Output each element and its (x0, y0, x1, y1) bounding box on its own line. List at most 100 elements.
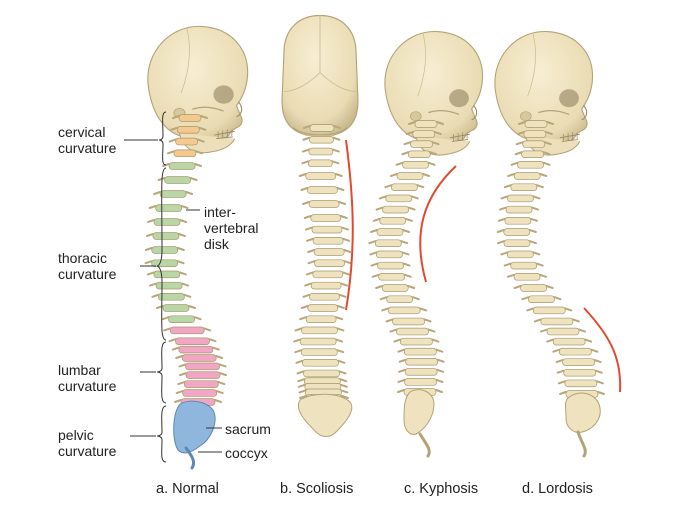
vertebra-process (163, 327, 212, 332)
vertebra-process (515, 141, 552, 146)
kyphosis-spine-illustration (368, 30, 484, 458)
vertebra-process (497, 217, 538, 222)
vertebra (385, 194, 413, 203)
vertebra-process (559, 390, 605, 395)
vertebra (175, 337, 210, 345)
vertebra (313, 248, 345, 256)
vertebra-process (378, 195, 419, 200)
vertebra (522, 140, 546, 148)
vertebra-process (514, 151, 551, 156)
vertebra (376, 250, 403, 259)
vertebra-process (304, 282, 349, 287)
vertebra (510, 261, 538, 270)
vertebra (158, 293, 185, 301)
caption-kyphosis: c. Kyphosis (404, 481, 479, 497)
vertebra-process (153, 191, 194, 195)
kyphosis-sacrum (403, 389, 435, 435)
vertebra (412, 130, 436, 138)
vertebra-process (372, 217, 413, 222)
vertebra (299, 337, 337, 346)
vertebra (310, 281, 342, 290)
cervical-curvature-label: cervical curvature (58, 124, 116, 156)
intervertebral-disk-label: inter- vertebral disk (204, 204, 258, 252)
vertebra (308, 147, 334, 156)
vertebra-process (170, 126, 207, 131)
vertebra (178, 345, 214, 354)
vertebra-process (398, 358, 445, 363)
vertebra-process (151, 293, 192, 298)
vertebra-process (297, 383, 348, 388)
vertebra (151, 259, 178, 267)
vertebra-process (301, 148, 340, 153)
vertebra-process (147, 219, 188, 223)
vertebra-process (304, 226, 349, 231)
label-leader-lines (124, 139, 222, 453)
vertebra (178, 114, 202, 122)
vertebra (513, 172, 541, 180)
vertebra-process (172, 115, 208, 119)
vertebra (407, 150, 431, 158)
vertebra (404, 368, 438, 376)
vertebra (151, 246, 179, 254)
vertebra (307, 186, 338, 194)
vertebra (309, 124, 335, 132)
vertebra-process (397, 348, 444, 353)
vertebra (314, 259, 345, 267)
vertebra-process (296, 370, 347, 375)
vertebra (404, 378, 437, 386)
vertebra-process (555, 359, 602, 364)
vertebra-process (177, 381, 226, 386)
vertebra (510, 183, 538, 191)
vertebra-process (146, 271, 187, 276)
vertebra (312, 270, 344, 279)
vertebra-process (500, 251, 541, 256)
vertebra (159, 190, 187, 198)
vertebra (302, 359, 339, 367)
vertebra (312, 237, 344, 245)
vertebra-process (302, 201, 347, 205)
vertebra (176, 126, 200, 134)
vertebra-process (175, 355, 224, 359)
vertebra (403, 347, 437, 356)
vertebra-process (299, 316, 344, 321)
vertebra (168, 162, 196, 170)
vertebra-process (370, 229, 410, 233)
vertebra-process (149, 282, 190, 287)
vertebra-process (518, 121, 554, 125)
vertebra-process (496, 240, 537, 245)
vertebra-process (370, 262, 411, 267)
vertebra (173, 149, 197, 158)
vertebra (185, 371, 221, 379)
vertebra-process (371, 273, 412, 278)
caption-normal: a. Normal (156, 481, 219, 497)
vertebra-process (307, 249, 352, 253)
vertebra-process (305, 271, 350, 276)
vertebra-process (513, 285, 554, 289)
vertebra (378, 273, 406, 281)
vertebra (155, 204, 182, 212)
vertebra (379, 217, 407, 225)
vertebra (300, 348, 338, 356)
scoliosis-sacrum (298, 393, 353, 437)
vertebra-process (298, 389, 349, 394)
vertebra (414, 120, 438, 128)
vertebra (520, 284, 547, 292)
vertebra-process (303, 125, 341, 129)
vertebra (309, 293, 340, 301)
vertebra (310, 214, 342, 222)
vertebra (152, 232, 180, 240)
vertebra-process (496, 229, 537, 233)
pelvic-curvature-label: pelvic curvature (58, 427, 116, 459)
vertebra-process (369, 251, 410, 256)
vertebra (387, 306, 421, 315)
vertebra (307, 159, 333, 168)
vertebra-process (533, 318, 580, 323)
vertebra-process (503, 184, 544, 189)
lumbar-curvature-label: lumbar curvature (58, 362, 116, 394)
vertebra-process (168, 138, 205, 143)
vertebra-process (385, 318, 432, 323)
vertebra-process (307, 260, 352, 265)
vertebra-process (556, 369, 603, 374)
vertebra-process (507, 273, 548, 278)
vertebra (376, 228, 404, 236)
